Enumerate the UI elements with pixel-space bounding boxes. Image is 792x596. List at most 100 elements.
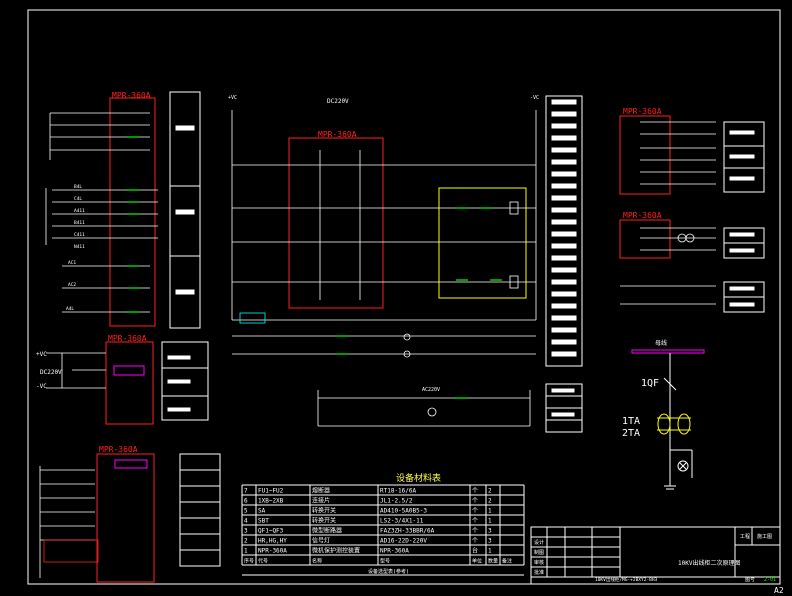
- table-cell: JL1-2.5/2: [380, 498, 413, 505]
- terminal: [551, 279, 577, 285]
- right-terminal-boxes: [723, 121, 765, 313]
- tb-row-label: 制图: [534, 549, 544, 556]
- lamp: [403, 333, 411, 341]
- table-cell: RT18-16/6A: [380, 488, 417, 495]
- drawing-title: 10KV出线柜二次原理图: [678, 559, 740, 567]
- table-cell: 微型断路器: [312, 527, 342, 535]
- relay-label-right-1: MPR-360A: [623, 107, 662, 116]
- signal-label: A411: [74, 208, 85, 214]
- terminal-strip-left-2: [161, 341, 209, 421]
- table-cell: 2: [488, 498, 492, 505]
- twisted-pair: [677, 233, 687, 243]
- project-label: 工程: [740, 533, 750, 540]
- table-cell: 熔断器: [312, 487, 330, 495]
- led-box: [43, 539, 99, 563]
- terminal: [551, 351, 577, 357]
- tb-row-label: 设计: [534, 539, 544, 546]
- right-wiring: [620, 121, 716, 305]
- single-line-diagram: 母线 1QF 1TA 2TA: [622, 339, 705, 490]
- table-cell: NPR-360A: [258, 548, 287, 555]
- table-cell: 3: [488, 538, 492, 545]
- left-wiring: [39, 112, 158, 578]
- table-header-cell: 数量: [488, 558, 498, 565]
- dc-minus-label: -VC: [36, 383, 47, 390]
- table-cell: NPR-360A: [380, 548, 409, 555]
- table-cell: 转换开关: [312, 507, 336, 515]
- terminal: [551, 99, 577, 105]
- table-cell: 2: [244, 538, 248, 545]
- table-cell: 个: [472, 528, 478, 535]
- table-footer: 设备选型表(参考): [368, 568, 409, 575]
- relay-box-3: MPR-360A: [96, 445, 155, 583]
- terminal-strip-center: [545, 95, 583, 367]
- table-cell: 个: [472, 538, 478, 545]
- tb-row-label: 批准: [534, 569, 544, 576]
- table-header-cell: 名称: [312, 558, 322, 565]
- table-cell: 1: [488, 548, 492, 555]
- signal-list-box: [179, 453, 221, 567]
- signal-label: AC1: [68, 260, 76, 266]
- terminal: [551, 303, 577, 309]
- table-title: 设备材料表: [396, 472, 441, 484]
- table-cell: 3: [488, 528, 492, 535]
- dc-supply-label: DC220V: [40, 369, 62, 376]
- signal-label: C411: [74, 232, 85, 238]
- relay-label-main: MPR-360A: [318, 130, 357, 139]
- table-cell: 个: [472, 488, 478, 495]
- terminal: [551, 147, 577, 153]
- stage-label: 施工图: [757, 533, 772, 540]
- drawing-no: 2-01: [764, 577, 776, 583]
- drawing-no-label: 图号: [745, 577, 755, 583]
- table-cell: SBT: [258, 518, 269, 525]
- table-cell: SA: [258, 508, 266, 515]
- relay-box-1: MPR-360A: [109, 91, 156, 327]
- table-cell: LS2-3/4X1-11: [380, 518, 424, 525]
- terminal: [551, 135, 577, 141]
- relay-box-2: MPR-360A: [105, 334, 154, 425]
- ac-minus-label: -VC: [530, 95, 539, 101]
- terminal: [551, 207, 577, 213]
- table-header-cell: 备注: [502, 558, 512, 565]
- table-cell: 连接片: [312, 497, 330, 505]
- terminal: [551, 255, 577, 261]
- signal-label: A4L: [66, 306, 74, 312]
- table-cell: 3: [244, 528, 248, 535]
- relay-box-right-2: MPR-360A: [619, 211, 671, 259]
- tb-row-label: 审核: [534, 559, 544, 566]
- terminal: [551, 231, 577, 237]
- heater-element: [427, 407, 437, 417]
- table-cell: FAZ3ZH-33BBR/6A: [380, 528, 435, 535]
- table-cell: AD410-5A0B5-3: [380, 508, 427, 515]
- relay-label-right-2: MPR-360A: [623, 211, 662, 220]
- table-cell: HR,HG,HY: [258, 538, 287, 545]
- terminal: [551, 183, 577, 189]
- table-header-cell: 序号: [244, 558, 254, 565]
- terminal: [551, 315, 577, 321]
- relay-label-2: MPR-360A: [108, 334, 147, 343]
- relay-label-1: MPR-360A: [112, 91, 151, 100]
- relay-box-main: MPR-360A: [288, 130, 384, 309]
- green-contacts: [127, 136, 502, 399]
- signal-label: AC2: [68, 282, 76, 288]
- table-cell: 7: [244, 488, 248, 495]
- terminal: [551, 111, 577, 117]
- table-cell: 1: [488, 508, 492, 515]
- table-cell: 6: [244, 498, 248, 505]
- center-wiring: [231, 110, 537, 427]
- terminal: [551, 291, 577, 297]
- table-header-cell: 单位: [472, 558, 482, 565]
- doc-ref: 10KV出线柜/MG-+2BXY2-BH3: [595, 576, 658, 583]
- table-cell: 1: [244, 548, 248, 555]
- terminal: [551, 219, 577, 225]
- ct-label-1: 1TA: [622, 416, 640, 427]
- table-cell: 个: [472, 508, 478, 515]
- title-block: [530, 526, 781, 585]
- table-cell: 微机保护测控装置: [312, 547, 360, 555]
- signal-label: B4L: [74, 184, 82, 190]
- terminal: [551, 195, 577, 201]
- coil: [509, 275, 519, 289]
- breaker-label: 1QF: [641, 378, 659, 389]
- table-cell: 4: [244, 518, 248, 525]
